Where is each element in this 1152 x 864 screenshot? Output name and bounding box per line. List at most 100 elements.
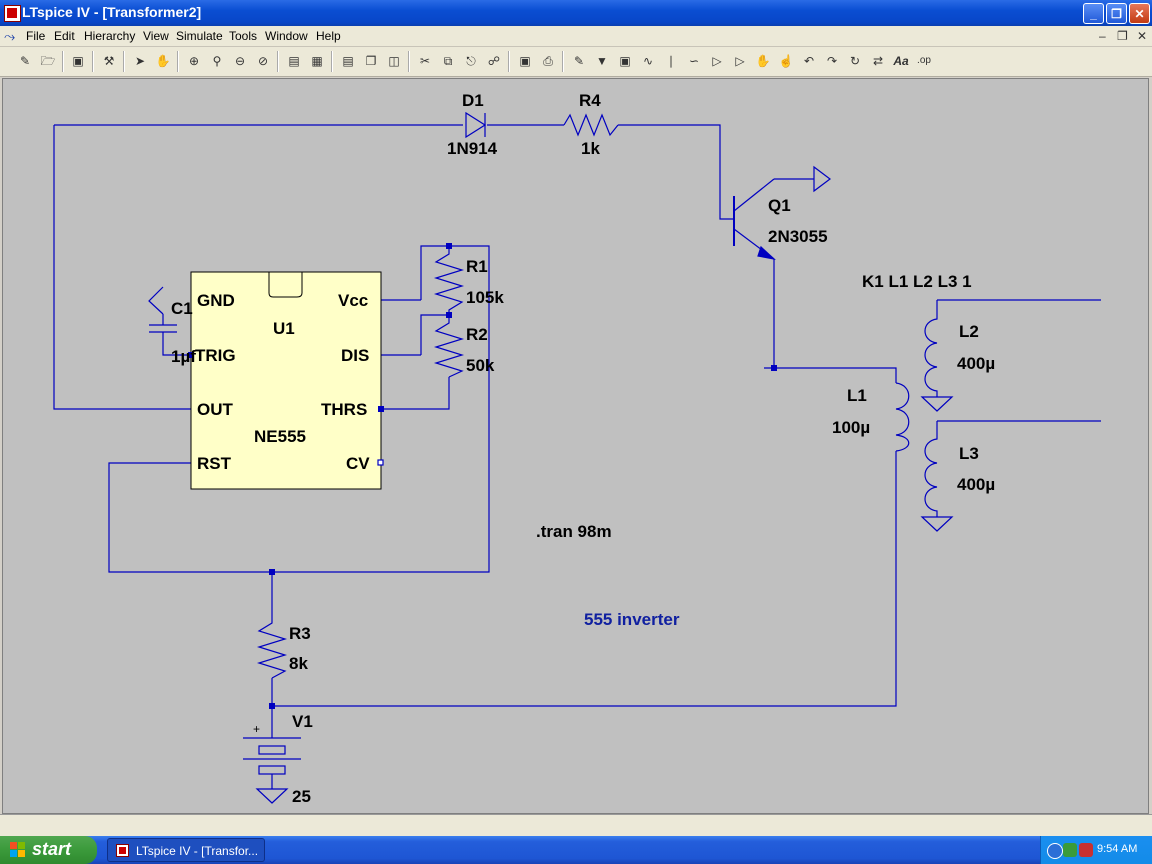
wire xyxy=(272,451,897,707)
ltspice-task-icon xyxy=(116,844,129,857)
resistor-r3 xyxy=(256,616,288,679)
mdi-close-button[interactable]: ✕ xyxy=(1137,29,1148,43)
v1-ref: V1 xyxy=(292,712,313,731)
windows-flag-icon xyxy=(10,842,26,858)
open-icon[interactable]: 🗁 xyxy=(40,54,56,68)
schematic-canvas[interactable]: D1 1N914 R4 1k Q1 2N3055 R1 105k R2 50k … xyxy=(2,78,1149,814)
wire xyxy=(764,259,775,369)
taskbar-item-ltspice[interactable]: LTspice IV - [Transfor... xyxy=(107,838,265,862)
capacitor-icon[interactable]: ∣ xyxy=(668,54,674,68)
redo-icon[interactable]: ↷ xyxy=(826,54,838,68)
ground-icon[interactable]: ▼ xyxy=(596,54,608,68)
pin-out: OUT xyxy=(197,400,234,419)
zoom-in-icon[interactable]: ⊕ xyxy=(188,54,200,68)
mdi-minimize-button[interactable]: – xyxy=(1099,29,1106,43)
menu-simulate[interactable]: Simulate xyxy=(176,29,223,43)
label-icon[interactable]: ▣ xyxy=(619,54,631,68)
resistor-r1 xyxy=(433,246,465,315)
l3-value: 400µ xyxy=(957,475,995,494)
maximize-button[interactable]: ❐ xyxy=(1106,3,1127,24)
component-icon[interactable]: ▷ xyxy=(735,54,745,68)
junction-dot xyxy=(188,352,194,358)
minimize-button[interactable]: _ xyxy=(1083,3,1104,24)
r4-value: 1k xyxy=(581,139,600,158)
menu-help[interactable]: Help xyxy=(316,29,341,43)
title-bar: LTspice IV - [Transformer2] _ ❐ ✕ xyxy=(0,0,1152,26)
grid-icon[interactable]: ▦ xyxy=(311,54,323,68)
wire xyxy=(53,125,191,410)
schematic-drawing[interactable]: D1 1N914 R4 1k Q1 2N3055 R1 105k R2 50k … xyxy=(3,79,1150,815)
mirror-icon[interactable]: ⇄ xyxy=(872,54,884,68)
print-setup-icon[interactable]: ▣ xyxy=(519,54,531,68)
r3-ref: R3 xyxy=(289,624,311,643)
pin-gnd: GND xyxy=(197,291,235,310)
tray-security-icon[interactable] xyxy=(1079,843,1093,857)
wire xyxy=(420,314,449,355)
copy-icon[interactable]: ⧉ xyxy=(443,54,453,68)
cut-icon[interactable]: ✂ xyxy=(419,54,431,68)
zoom-fit-icon[interactable]: ⊘ xyxy=(257,54,269,68)
pin-thrs: THRS xyxy=(321,400,367,419)
wire-icon[interactable]: ✎ xyxy=(573,54,585,68)
inductor-icon[interactable]: ∽ xyxy=(688,54,700,68)
rotate-icon[interactable]: ↻ xyxy=(849,54,861,68)
inductor-l3 xyxy=(924,420,1101,517)
tile-horizontal-icon[interactable]: ▤ xyxy=(342,54,354,68)
menu-file[interactable]: File xyxy=(26,29,46,43)
menu-bar: ⤳ File Edit Hierarchy View Simulate Tool… xyxy=(0,26,1152,47)
save-icon[interactable]: ▣ xyxy=(72,54,84,68)
r1-ref: R1 xyxy=(466,257,488,276)
resistor-icon[interactable]: ∿ xyxy=(642,54,654,68)
diode-icon[interactable]: ▷ xyxy=(712,54,722,68)
wire xyxy=(108,245,490,573)
wire xyxy=(618,124,734,220)
find-icon[interactable]: ☍ xyxy=(487,54,501,68)
start-button[interactable]: start xyxy=(0,836,97,864)
u1-ref: U1 xyxy=(273,319,295,338)
inductor-l1 xyxy=(895,382,910,452)
menu-tools[interactable]: Tools xyxy=(229,29,258,43)
close-button[interactable]: ✕ xyxy=(1129,3,1150,24)
autorange-icon[interactable]: ▤ xyxy=(288,54,300,68)
mdi-restore-button[interactable]: ❐ xyxy=(1117,29,1128,43)
tray-arrow-icon[interactable] xyxy=(1047,843,1063,859)
ltspice-app-icon[interactable] xyxy=(4,5,21,22)
resistor-r2 xyxy=(433,315,465,378)
document-icon[interactable]: ⤳ xyxy=(4,28,16,44)
run-icon[interactable]: ➤ xyxy=(134,54,146,68)
transistor-q1-collector xyxy=(733,178,775,212)
junction-dot xyxy=(771,365,777,371)
r1-value: 105k xyxy=(466,288,504,307)
resistor-r4 xyxy=(563,113,619,137)
menu-edit[interactable]: Edit xyxy=(54,29,75,43)
drag-icon[interactable]: ☝ xyxy=(778,54,794,68)
pin-dis: DIS xyxy=(341,346,369,365)
undo-icon[interactable]: ↶ xyxy=(803,54,815,68)
menu-window[interactable]: Window xyxy=(265,29,308,43)
spice-directive-icon[interactable]: .op xyxy=(917,55,931,66)
c1-value: 1µf xyxy=(171,347,196,366)
battery-v1-cell xyxy=(258,745,286,755)
inductor-l2 xyxy=(924,299,1101,397)
new-schematic-icon[interactable]: ✎ xyxy=(19,54,31,68)
zoom-out-icon[interactable]: ⊖ xyxy=(234,54,246,68)
ground-l3 xyxy=(920,516,954,532)
pan-icon[interactable]: ⚲ xyxy=(212,54,222,68)
halt-icon[interactable]: ✋ xyxy=(155,54,171,68)
u1-model: NE555 xyxy=(254,427,306,446)
tile-vertical-icon[interactable]: ◫ xyxy=(388,54,400,68)
paste-icon[interactable]: ⎋ xyxy=(466,54,476,68)
move-icon[interactable]: ✋ xyxy=(755,54,771,68)
junction-dot xyxy=(446,312,452,318)
menu-view[interactable]: View xyxy=(143,29,169,43)
menu-hierarchy[interactable]: Hierarchy xyxy=(84,29,136,43)
junction-dot xyxy=(269,703,275,709)
print-icon[interactable]: ⎙ xyxy=(543,54,553,68)
window-title: LTspice IV - [Transformer2] xyxy=(22,4,202,20)
tray-network-icon[interactable] xyxy=(1063,843,1077,857)
control-panel-icon[interactable]: ⚒ xyxy=(103,54,115,68)
pin-trig: TRIG xyxy=(195,346,236,365)
pin-cv: CV xyxy=(346,454,370,473)
cascade-icon[interactable]: ❐ xyxy=(365,54,377,68)
text-icon[interactable]: Aa xyxy=(893,54,909,68)
